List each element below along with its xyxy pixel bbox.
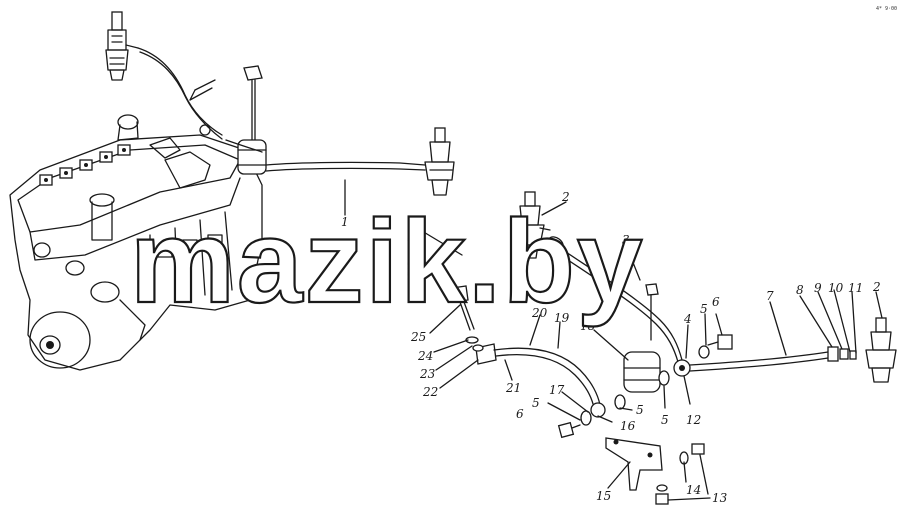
- pipe-19-20: [475, 343, 606, 418]
- injector-2-upper: [517, 191, 551, 259]
- callout-14: 14: [686, 483, 701, 497]
- solenoid-18: [623, 351, 661, 393]
- callout-13: 13: [712, 491, 728, 505]
- callout-18: 18: [580, 319, 596, 333]
- bolt-6-upper: [698, 334, 733, 359]
- callout-7: 7: [766, 289, 774, 303]
- bolt-25: [451, 285, 484, 352]
- bolt-13-14-upper: [679, 443, 705, 465]
- callout-12: 12: [686, 413, 701, 427]
- watermark: mazik.by: [130, 196, 644, 328]
- callout-5: 5: [700, 302, 708, 316]
- pipe-upper-left-b: [139, 51, 223, 140]
- callout-1: 1: [341, 215, 349, 229]
- pipe-sensor-link: [225, 139, 263, 153]
- pipe-1-b: [265, 167, 426, 172]
- pipe-3: [548, 236, 683, 363]
- callout-2: 2: [561, 190, 570, 204]
- callout-5-right: 5: [661, 413, 669, 427]
- direction-arrow: [411, 224, 463, 256]
- callout-15: 15: [596, 489, 611, 503]
- bolt-13-lower: [655, 484, 669, 505]
- callout-16: 16: [620, 419, 636, 433]
- callout-2-right: 2: [872, 280, 881, 294]
- callout-22: 22: [422, 385, 438, 399]
- callout-9: 9: [814, 281, 822, 295]
- washer-17: [580, 410, 592, 426]
- callout-5-left: 5: [532, 396, 540, 410]
- callout-19: 19: [554, 311, 570, 325]
- bracket-15: [605, 437, 663, 491]
- callout-23: 23: [419, 367, 436, 381]
- callout-25: 25: [410, 330, 426, 344]
- callout-4: 4: [683, 312, 692, 326]
- callout-17: 17: [549, 383, 565, 397]
- callout-6: 6: [712, 295, 720, 309]
- pipe-1-a: [265, 161, 426, 166]
- callout-21: 21: [505, 381, 521, 395]
- pipe-7-assembly: [673, 346, 857, 377]
- fuel-pump-assembly: [9, 79, 263, 371]
- injector-upper-left: [105, 11, 139, 81]
- callout-3: 3: [622, 233, 630, 247]
- callout-5-mid: 5: [636, 403, 644, 417]
- sensor-top: [237, 65, 267, 175]
- bolt-6-lower: [557, 421, 581, 439]
- callout-11: 11: [848, 281, 863, 295]
- leader-lines: [344, 179, 883, 501]
- injector-center: [424, 127, 455, 196]
- sensor-small: [645, 283, 659, 341]
- corner-code: 4* 9·00: [876, 6, 897, 12]
- injector-2-right: [865, 317, 897, 383]
- callout-8: 8: [796, 283, 804, 297]
- callout-24: 24: [417, 349, 433, 363]
- pipe-upper-left-a: [137, 47, 223, 136]
- callout-20: 20: [531, 306, 548, 320]
- callout-10: 10: [828, 281, 844, 295]
- callout-6-left: 6: [516, 407, 524, 421]
- pump-top-fittings: [39, 144, 131, 186]
- callout-labels: 1 2 3 2 4 5 6 7 8 9 10 11 12 5 5 6 5 17 …: [341, 190, 881, 505]
- washer-5-right: [658, 370, 670, 386]
- washer-16: [614, 394, 626, 410]
